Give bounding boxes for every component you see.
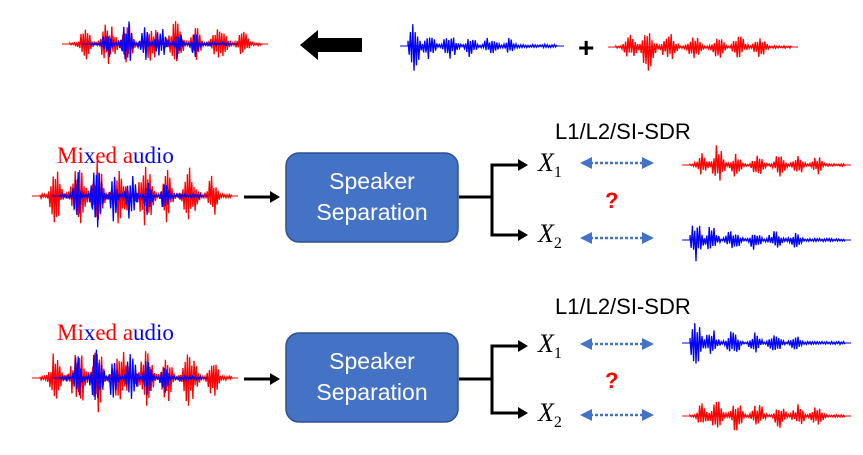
target-waveform-2 bbox=[682, 401, 851, 431]
target-waveform-1 bbox=[682, 145, 851, 181]
speaker-separation-box: Speaker Separation bbox=[285, 332, 459, 423]
compare-arrow-1 bbox=[580, 338, 654, 350]
compare-arrow-2 bbox=[580, 232, 654, 244]
output1-arrowhead bbox=[518, 340, 528, 352]
row-1: Mixed audio Speaker Separation L1/L2/SI-… bbox=[32, 119, 851, 262]
target-waveform-2 bbox=[682, 225, 851, 262]
box-label-line1: Speaker bbox=[329, 348, 415, 374]
split-bracket bbox=[459, 344, 520, 415]
mixed-audio-label: Mixed audio bbox=[57, 320, 174, 345]
output-x1: X1 bbox=[537, 148, 562, 181]
compare-arrow-1 bbox=[580, 157, 654, 169]
split-bracket bbox=[459, 163, 520, 237]
mixed-waveform bbox=[32, 160, 238, 228]
speaker-separation-box: Speaker Separation bbox=[285, 152, 459, 243]
input-arrow bbox=[244, 191, 280, 203]
question-mark: ? bbox=[605, 188, 618, 213]
thick-left-arrow-icon bbox=[300, 30, 362, 60]
target-waveform-1 bbox=[682, 323, 851, 364]
input-arrow bbox=[244, 373, 280, 385]
output1-arrowhead bbox=[518, 159, 528, 171]
output2-arrowhead bbox=[518, 407, 528, 419]
output-x1: X1 bbox=[537, 329, 562, 362]
box-label-line1: Speaker bbox=[329, 168, 415, 194]
speaker1-waveform bbox=[400, 24, 564, 71]
output-x2: X2 bbox=[537, 219, 562, 252]
plus-sign: + bbox=[578, 32, 594, 63]
box-label-line2: Separation bbox=[316, 199, 427, 225]
row-2: Mixed audio Speaker Separation L1/L2/SI-… bbox=[32, 294, 851, 431]
mixed-audio-label: Mixed audio bbox=[57, 143, 174, 168]
output-x2: X2 bbox=[537, 398, 562, 431]
question-mark: ? bbox=[605, 368, 618, 393]
loss-label: L1/L2/SI-SDR bbox=[555, 119, 691, 144]
loss-label: L1/L2/SI-SDR bbox=[555, 294, 691, 319]
output2-arrowhead bbox=[518, 229, 528, 241]
compare-arrow-2 bbox=[580, 409, 654, 421]
top-row: + bbox=[62, 21, 798, 71]
speaker2-waveform bbox=[608, 33, 798, 71]
box-label-line2: Separation bbox=[316, 379, 427, 405]
mixed-waveform bbox=[32, 349, 238, 413]
mixed-waveform bbox=[62, 21, 268, 65]
